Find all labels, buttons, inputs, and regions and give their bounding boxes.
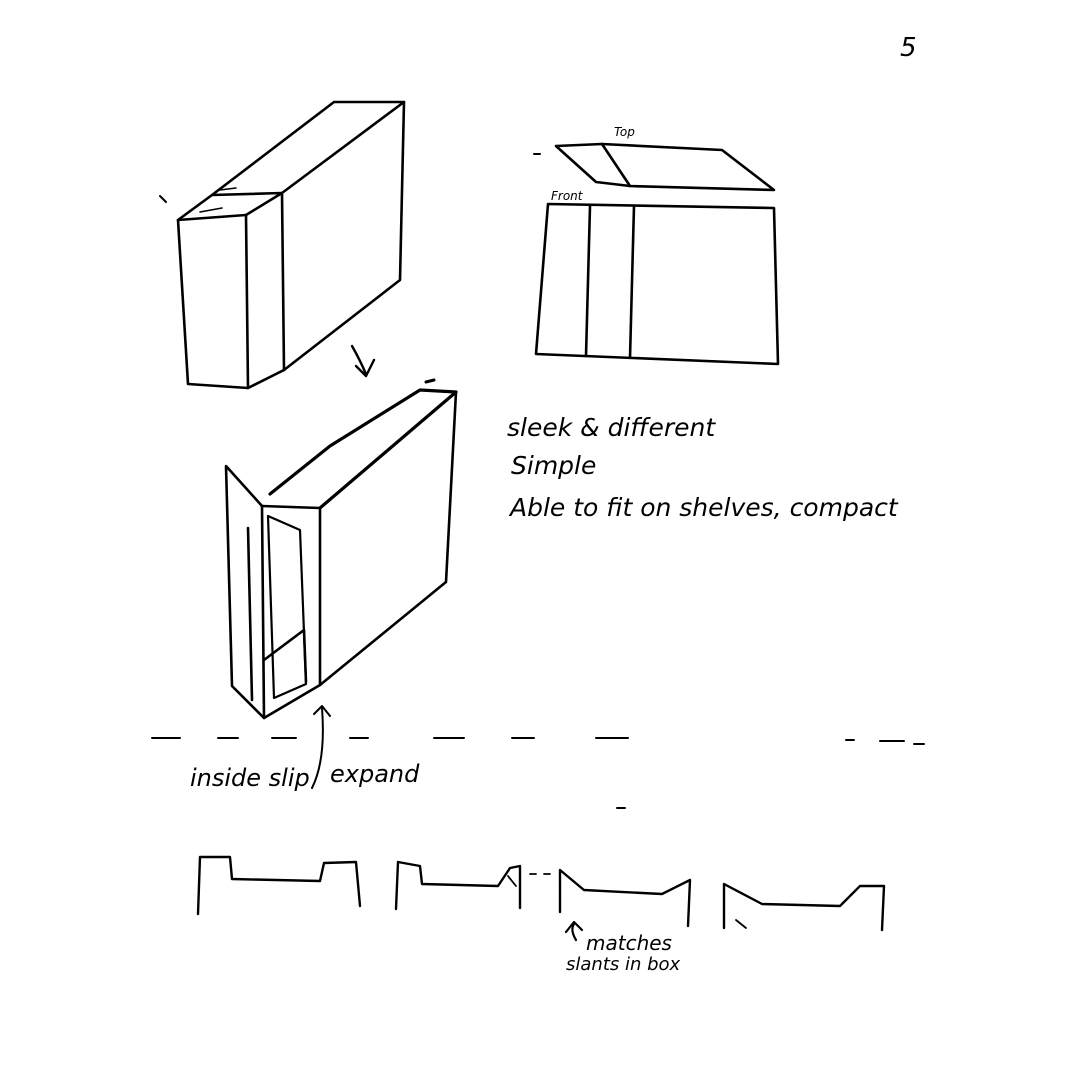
down-arrow-icon xyxy=(352,346,374,376)
page-number: 5 xyxy=(900,33,917,63)
box-sketch-expanded xyxy=(226,380,456,718)
label-inside-slip: inside slip xyxy=(190,764,310,792)
label-matches: matches xyxy=(586,931,672,955)
profile-sketch-2 xyxy=(396,862,550,909)
profile-sketch-3 xyxy=(560,870,690,926)
note-sleek: sleek & different xyxy=(507,413,716,442)
label-top: Top xyxy=(614,125,635,139)
note-shelves: Able to fit on shelves, compact xyxy=(508,493,899,522)
note-simple: Simple xyxy=(511,451,596,480)
profile-sketch-4 xyxy=(724,884,884,930)
dashed-divider xyxy=(152,738,924,744)
label-expand: expand xyxy=(330,760,420,788)
matches-arrow-icon xyxy=(566,922,582,940)
profile-sketch-1 xyxy=(198,857,360,914)
top-front-view-sketch xyxy=(534,144,778,364)
label-front: Front xyxy=(551,189,584,203)
inside-slip-pointer xyxy=(312,706,330,788)
label-slants-in-box: slants in box xyxy=(566,954,681,975)
box-sketch-closed xyxy=(160,102,404,388)
